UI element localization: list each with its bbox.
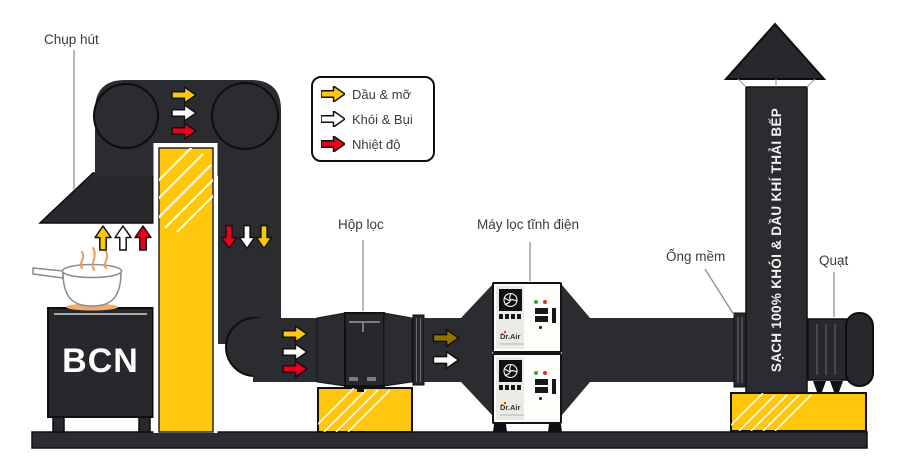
legend-item-oil: Dầu & mỡ xyxy=(321,83,425,105)
oil-arrow-icon xyxy=(321,86,345,102)
smoke-arrow-icon xyxy=(114,225,132,251)
filter-box-foot-mark xyxy=(357,385,364,392)
chimney-slogan: SẠCH 100% KHÓI & DẦU KHÍ THẢI BẾP xyxy=(769,107,784,373)
leader-lines xyxy=(73,50,835,317)
control-vent xyxy=(535,379,548,385)
legend-label: Khói & Bụi xyxy=(352,111,413,127)
filter-box-slot-left xyxy=(349,377,358,381)
flow-arrows-top-duct xyxy=(171,86,197,140)
control-vent xyxy=(535,308,548,314)
duct-bend-left-icon xyxy=(93,83,159,149)
machine-outlet-transition xyxy=(562,285,590,415)
duct-segment-b xyxy=(424,318,461,382)
esp-unit-2: Dr.Air xyxy=(492,353,562,424)
burner-flame xyxy=(66,303,118,311)
ground xyxy=(31,431,868,449)
machine-inlet-transition xyxy=(461,285,492,415)
control-knob xyxy=(539,326,542,329)
chimney-base xyxy=(730,392,867,432)
exhaust-hood xyxy=(38,172,154,224)
fan-grille-icon xyxy=(499,289,522,311)
control-vent xyxy=(535,387,548,393)
chimney-base-stripes xyxy=(731,393,812,431)
door-handle xyxy=(552,379,556,394)
flex-duct-leader-line xyxy=(704,268,735,316)
oil-arrow-icon xyxy=(94,225,112,251)
duct-expand-left xyxy=(316,312,346,387)
fan-leg-right xyxy=(830,381,843,392)
esp-unit-1: Dr.Air xyxy=(492,282,562,353)
brand-logo-icon xyxy=(501,404,503,406)
fan-grille-icon xyxy=(499,360,522,382)
filter-box-base xyxy=(317,387,413,433)
stove-leg-left xyxy=(52,416,65,433)
fan-label: Quạt xyxy=(819,253,849,268)
flex-duct-coupling xyxy=(733,312,747,388)
flow-arrows-hood-inlet xyxy=(94,225,152,251)
steam-icon xyxy=(79,247,109,271)
fan-leg-left xyxy=(813,381,826,392)
chimney-cap xyxy=(723,22,827,80)
filter-box xyxy=(344,312,385,387)
machine-brand: Dr.Air xyxy=(500,403,521,412)
legend-label: Nhiệt độ xyxy=(352,136,401,152)
filter-box-slot-right xyxy=(367,377,376,381)
duct-coupling xyxy=(412,314,425,386)
fan-body xyxy=(807,318,848,381)
filter-box-label: Hộp lọc xyxy=(338,217,384,232)
fan-ribs xyxy=(816,324,836,375)
pot-body xyxy=(62,271,122,307)
heat-arrow-icon xyxy=(321,136,345,152)
brand-subline xyxy=(500,414,524,416)
flex-duct-label: Ống mềm xyxy=(666,249,726,264)
smoke-arrow-icon xyxy=(321,111,345,127)
status-led-red xyxy=(543,371,547,375)
flow-arrows-drop-duct xyxy=(220,224,273,250)
esp-foot-left xyxy=(493,424,507,432)
legend-item-smoke: Khói & Bụi xyxy=(321,108,425,130)
flow-arrows-before-filter xyxy=(282,325,308,378)
stove-brand: BCN xyxy=(62,341,139,380)
stove-cabinet xyxy=(47,307,154,418)
duct-reduce-right xyxy=(383,312,413,387)
brand-subline xyxy=(500,343,524,345)
pot-rim xyxy=(61,263,123,279)
status-led-red xyxy=(543,300,547,304)
door-handle xyxy=(552,308,556,323)
pot-handle xyxy=(32,267,64,279)
status-led-green xyxy=(534,371,538,375)
control-vent xyxy=(535,316,548,322)
machine-brand: Dr.Air xyxy=(500,332,521,341)
stove-leg-right xyxy=(138,416,151,433)
chimney-stack xyxy=(745,86,808,394)
wall-column-stripes xyxy=(159,148,213,233)
hood-label: Chụp hút xyxy=(44,32,99,47)
legend-item-heat: Nhiệt độ xyxy=(321,133,425,155)
esp-foot-right xyxy=(548,424,562,432)
status-led-green xyxy=(534,300,538,304)
filter-cell-indicators xyxy=(499,314,523,320)
legend: Dầu & mỡ Khói & Bụi Nhiệt độ xyxy=(311,76,435,162)
filter-box-base-stripes xyxy=(318,388,391,432)
heat-arrow-icon xyxy=(134,225,152,251)
brand-logo-icon xyxy=(501,333,503,335)
duct-bend-right-icon xyxy=(211,82,279,150)
wall-column xyxy=(158,147,214,433)
legend-label: Dầu & mỡ xyxy=(352,86,412,102)
chimney-cap-supports xyxy=(737,78,816,88)
duct-segment-c xyxy=(590,318,735,382)
esp-label: Máy lọc tĩnh điện xyxy=(477,217,580,232)
filter-cell-indicators xyxy=(499,385,523,391)
filter-box-marks xyxy=(349,321,380,332)
control-knob xyxy=(539,397,542,400)
fan-motor-cap xyxy=(845,312,874,387)
